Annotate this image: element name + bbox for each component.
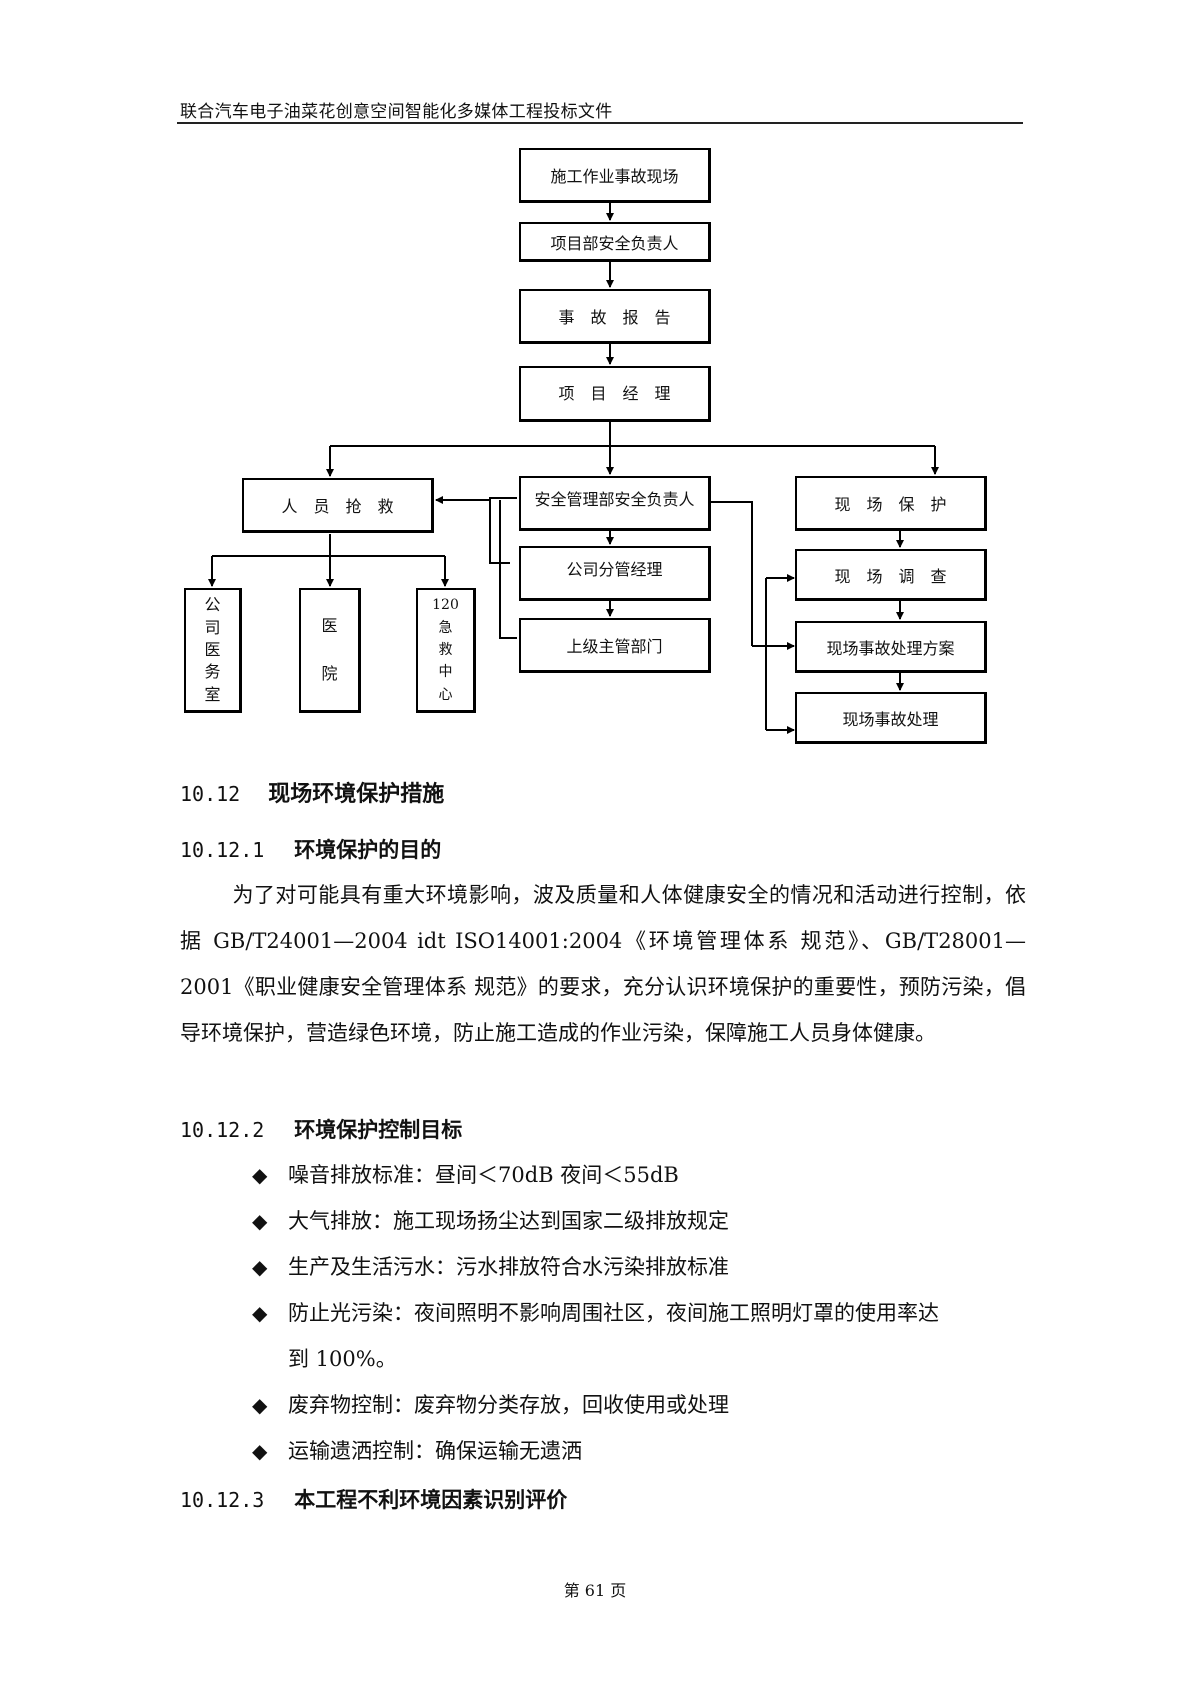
node-accident-report: 事 故 报 告 bbox=[519, 289, 711, 344]
node-site-investigation: 现 场 调 查 bbox=[795, 549, 987, 601]
black-diamond-icon: ◆ bbox=[252, 1301, 268, 1325]
heading-title: 环境保护的目的 bbox=[294, 837, 442, 862]
page-number: 第 61 页 bbox=[563, 1581, 627, 1600]
clinic-char: 医 bbox=[204, 639, 221, 659]
emergency-char: 120 bbox=[432, 597, 459, 614]
heading-number: 10.12.2 bbox=[180, 1118, 265, 1142]
node-accident-handling-label: 现场事故处理 bbox=[842, 709, 939, 729]
heading-10-12: 10.12 现场环境保护措施 bbox=[180, 776, 444, 808]
list-item-text: 运输遗洒控制：确保运输无遗洒 bbox=[288, 1439, 582, 1463]
list-item: ◆ 大气排放：施工现场扬尘达到国家二级排放规定 bbox=[252, 1198, 1032, 1244]
heading-10-12-2: 10.12.2 环境保护控制目标 bbox=[180, 1114, 462, 1144]
node-accident-report-label: 事 故 报 告 bbox=[558, 308, 671, 327]
black-diamond-icon: ◆ bbox=[252, 1255, 268, 1279]
emergency-char: 心 bbox=[438, 686, 453, 703]
heading-number: 10.12.3 bbox=[180, 1488, 265, 1512]
clinic-char: 公 bbox=[204, 595, 221, 615]
list-item: ◆ 防止光污染：夜间照明不影响周围社区，夜间施工照明灯罩的使用率达到 100%。 bbox=[252, 1290, 1032, 1382]
node-superior-dept: 上级主管部门 bbox=[519, 618, 711, 673]
accident-flowchart-connectors bbox=[208, 203, 939, 734]
node-handling-plan-label: 现场事故处理方案 bbox=[826, 638, 955, 658]
node-project-safety-lead: 项目部安全负责人 bbox=[519, 222, 711, 262]
clinic-char: 司 bbox=[204, 617, 221, 637]
heading-number: 10.12 bbox=[180, 782, 241, 806]
node-safety-dept-lead: 安全管理部安全负责人 bbox=[519, 476, 711, 531]
black-diamond-icon: ◆ bbox=[252, 1163, 268, 1187]
node-handling-plan: 现场事故处理方案 bbox=[795, 621, 987, 673]
node-accident-site-label: 施工作业事故现场 bbox=[550, 167, 679, 186]
node-branch-manager: 公司分管经理 bbox=[519, 546, 711, 601]
heading-title: 现场环境保护措施 bbox=[268, 781, 445, 807]
hospital-char: 院 bbox=[321, 664, 338, 683]
node-personnel-rescue: 人 员 抢 救 bbox=[242, 478, 434, 533]
emergency-char: 中 bbox=[438, 664, 453, 681]
emergency-char: 救 bbox=[438, 641, 453, 658]
node-project-manager: 项 目 经 理 bbox=[519, 366, 711, 422]
node-project-manager-label: 项 目 经 理 bbox=[558, 384, 671, 403]
node-superior-dept-label: 上级主管部门 bbox=[566, 637, 663, 656]
header-rule bbox=[177, 122, 1023, 124]
control-targets-list: ◆ 噪音排放标准：昼间＜70dB 夜间＜55dB ◆ 大气排放：施工现场扬尘达到国家… bbox=[252, 1152, 1032, 1474]
heading-10-12-1: 10.12.1 环境保护的目的 bbox=[180, 834, 441, 864]
list-item-continuation: 到 100%。 bbox=[288, 1347, 397, 1371]
black-diamond-icon: ◆ bbox=[252, 1209, 268, 1233]
node-company-clinic: 公 司 医 务 室 bbox=[184, 588, 242, 713]
bracket-outer bbox=[499, 500, 517, 639]
node-site-protection: 现 场 保 护 bbox=[795, 476, 987, 531]
node-site-protection-label: 现 场 保 护 bbox=[834, 495, 947, 514]
node-branch-manager-label: 公司分管经理 bbox=[566, 560, 663, 579]
hospital-char: 医 bbox=[321, 616, 338, 635]
line-dept-to-plan bbox=[710, 501, 753, 646]
heading-10-12-3: 10.12.3 本工程不利环境因素识别评价 bbox=[180, 1484, 567, 1514]
node-accident-handling: 现场事故处理 bbox=[795, 692, 987, 744]
clinic-char: 室 bbox=[204, 684, 221, 704]
heading-title: 环境保护控制目标 bbox=[294, 1117, 463, 1142]
clinic-char: 务 bbox=[204, 662, 221, 682]
list-item-text: 废弃物控制：废弃物分类存放，回收使用或处理 bbox=[288, 1393, 729, 1417]
node-personnel-rescue-label: 人 员 抢 救 bbox=[281, 497, 394, 516]
node-site-investigation-label: 现 场 调 查 bbox=[834, 566, 947, 586]
list-item-text: 生产及生活污水：污水排放符合水污染排放标准 bbox=[288, 1255, 729, 1279]
purpose-paragraph: 为了对可能具有重大环境影响，波及质量和人体健康安全的情况和活动进行控制，依据 G… bbox=[180, 872, 1026, 1056]
list-item: ◆ 运输遗洒控制：确保运输无遗洒 bbox=[252, 1428, 1032, 1474]
node-hospital: 医 院 bbox=[299, 588, 361, 713]
node-safety-dept-lead-label: 安全管理部安全负责人 bbox=[534, 490, 695, 509]
emergency-char: 急 bbox=[438, 619, 453, 636]
node-accident-site: 施工作业事故现场 bbox=[519, 148, 711, 203]
node-project-safety-lead-label: 项目部安全负责人 bbox=[550, 233, 679, 253]
list-item: ◆ 噪音排放标准：昼间＜70dB 夜间＜55dB bbox=[252, 1152, 1032, 1198]
purpose-text: 为了对可能具有重大环境影响，波及质量和人体健康安全的情况和活动进行控制，依据 G… bbox=[180, 883, 1026, 1045]
node-emergency-center: 120 急 救 中 心 bbox=[416, 588, 476, 713]
list-item-text: 防止光污染：夜间照明不影响周围社区，夜间施工照明灯罩的使用率达 bbox=[288, 1301, 939, 1325]
heading-title: 本工程不利环境因素识别评价 bbox=[294, 1487, 568, 1512]
bracket-to-rescue bbox=[489, 497, 517, 564]
list-item: ◆ 废弃物控制：废弃物分类存放，回收使用或处理 bbox=[252, 1382, 1032, 1428]
heading-number: 10.12.1 bbox=[180, 838, 265, 862]
document-title: 联合汽车电子油菜花创意空间智能化多媒体工程投标文件 bbox=[180, 102, 613, 122]
list-item-text: 大气排放：施工现场扬尘达到国家二级排放规定 bbox=[288, 1209, 729, 1233]
black-diamond-icon: ◆ bbox=[252, 1393, 268, 1417]
list-item-text: 噪音排放标准：昼间＜70dB 夜间＜55dB bbox=[288, 1163, 679, 1187]
list-item: ◆ 生产及生活污水：污水排放符合水污染排放标准 bbox=[252, 1244, 1032, 1290]
black-diamond-icon: ◆ bbox=[252, 1439, 268, 1463]
